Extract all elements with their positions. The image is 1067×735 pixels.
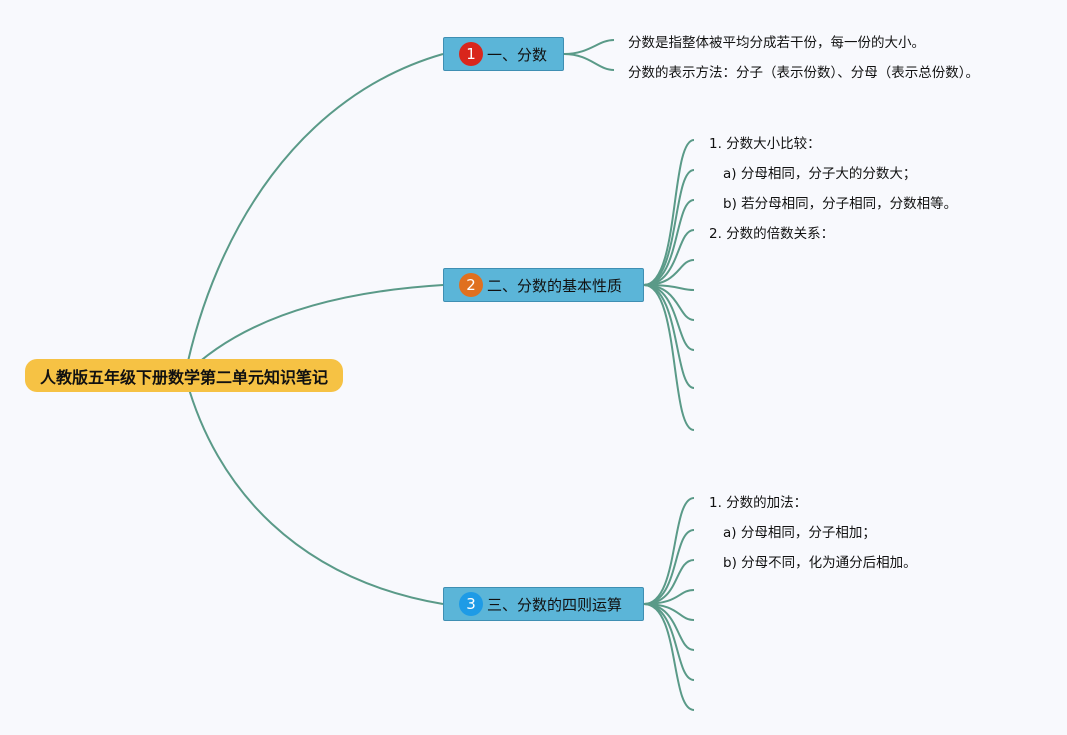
- branch-topic-fractions[interactable]: 1 一、分数: [443, 37, 564, 71]
- branch-topic-basic-properties[interactable]: 2 二、分数的基本性质: [443, 268, 644, 302]
- priority-2-icon: 2: [459, 273, 483, 297]
- note-compare-fractions[interactable]: 1. 分数大小比较：: [709, 136, 821, 152]
- note-add-different-denominator[interactable]: b) 分母不同，化为通分后相加。: [723, 555, 917, 571]
- note-add-same-denominator[interactable]: a) 分母相同，分子相加；: [723, 525, 876, 541]
- connector-root-branch-1: [184, 53, 444, 376]
- branch-topic-label: 二、分数的基本性质: [487, 276, 623, 295]
- note-equal-fractions[interactable]: b) 若分母相同，分子相同，分数相等。: [723, 196, 958, 212]
- priority-1-icon: 1: [459, 42, 483, 66]
- connector-branch-3-leaf: [643, 603, 695, 711]
- connector-root-branch-2: [184, 284, 444, 376]
- root-topic[interactable]: 人教版五年级下册数学第二单元知识笔记: [25, 359, 343, 392]
- connector-branch-3-leaf: [643, 559, 695, 605]
- note-fraction-notation[interactable]: 分数的表示方法：分子（表示份数）、分母（表示总份数）。: [628, 65, 979, 81]
- root-topic-label: 人教版五年级下册数学第二单元知识笔记: [39, 367, 328, 387]
- note-fraction-addition[interactable]: 1. 分数的加法：: [709, 495, 808, 511]
- connector-branch-3-leaf: [643, 497, 695, 605]
- connector-branch-1-note-1: [563, 39, 615, 55]
- note-multiple-relation[interactable]: 2. 分数的倍数关系：: [709, 226, 835, 242]
- connector-root-branch-3: [184, 374, 444, 605]
- connector-branch-2-leaf: [643, 139, 695, 286]
- branch-topic-label: 三、分数的四则运算: [487, 595, 623, 614]
- connector-branch-2-leaf: [643, 199, 695, 286]
- priority-3-icon: 3: [459, 592, 483, 616]
- connector-branch-2-leaf: [643, 169, 695, 286]
- connector-branch-2-leaf: [643, 229, 695, 286]
- connector-branch-2-leaf: [643, 284, 695, 431]
- connector-branch-1-note-2: [563, 53, 615, 71]
- note-fraction-definition[interactable]: 分数是指整体被平均分成若干份，每一份的大小。: [628, 35, 925, 51]
- branch-topic-four-operations[interactable]: 3 三、分数的四则运算: [443, 587, 644, 621]
- branch-topic-label: 一、分数: [487, 45, 548, 64]
- note-same-denominator[interactable]: a) 分母相同，分子大的分数大；: [723, 166, 917, 182]
- connector-branch-3-leaf: [643, 529, 695, 605]
